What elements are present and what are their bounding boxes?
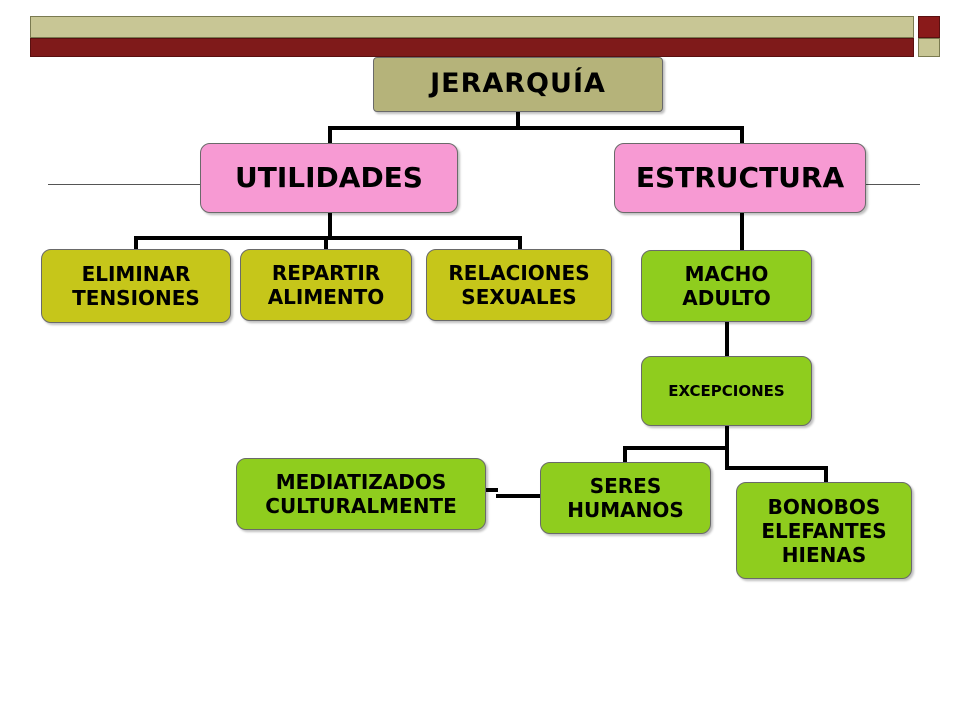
node-jerarquia-label: JERARQUÍA [430, 68, 606, 100]
node-macho-adulto-label: MACHO ADULTO [682, 262, 771, 310]
header-corner-square-dark [918, 16, 940, 38]
connector-utilidades [134, 211, 522, 251]
node-seres-humanos-label: SERES HUMANOS [567, 474, 684, 522]
node-bonobos: BONOBOS ELEFANTES HIENAS [736, 482, 912, 579]
node-eliminar-tensiones-label: ELIMINAR TENSIONES [72, 262, 200, 310]
divider-line-right [864, 184, 920, 185]
header-bar-dark [30, 38, 914, 57]
node-bonobos-label: BONOBOS ELEFANTES HIENAS [761, 494, 887, 567]
node-relaciones-sexuales-label: RELACIONES SEXUALES [448, 261, 590, 309]
node-mediatizados-label: MEDIATIZADOS CULTURALMENTE [265, 470, 457, 518]
node-excepciones: EXCEPCIONES [641, 356, 812, 426]
node-jerarquia: JERARQUÍA [373, 57, 663, 112]
node-estructura: ESTRUCTURA [614, 143, 866, 213]
node-repartir-alimento-label: REPARTIR ALIMENTO [267, 261, 385, 309]
node-excepciones-label: EXCEPCIONES [668, 382, 785, 400]
header-bar-light [30, 16, 914, 38]
node-repartir-alimento: REPARTIR ALIMENTO [240, 249, 412, 321]
connector-excepciones [623, 424, 828, 484]
node-mediatizados: MEDIATIZADOS CULTURALMENTE [236, 458, 486, 530]
node-estructura-label: ESTRUCTURA [635, 161, 845, 195]
header-corner-square-light [918, 38, 940, 57]
divider-line-left [48, 184, 208, 185]
node-utilidades-label: UTILIDADES [235, 161, 423, 195]
node-utilidades: UTILIDADES [200, 143, 458, 213]
node-macho-adulto: MACHO ADULTO [641, 250, 812, 322]
connector-seres [485, 488, 544, 498]
node-relaciones-sexuales: RELACIONES SEXUALES [426, 249, 612, 321]
connector-root [328, 110, 744, 145]
node-eliminar-tensiones: ELIMINAR TENSIONES [41, 249, 231, 323]
node-seres-humanos: SERES HUMANOS [540, 462, 711, 534]
